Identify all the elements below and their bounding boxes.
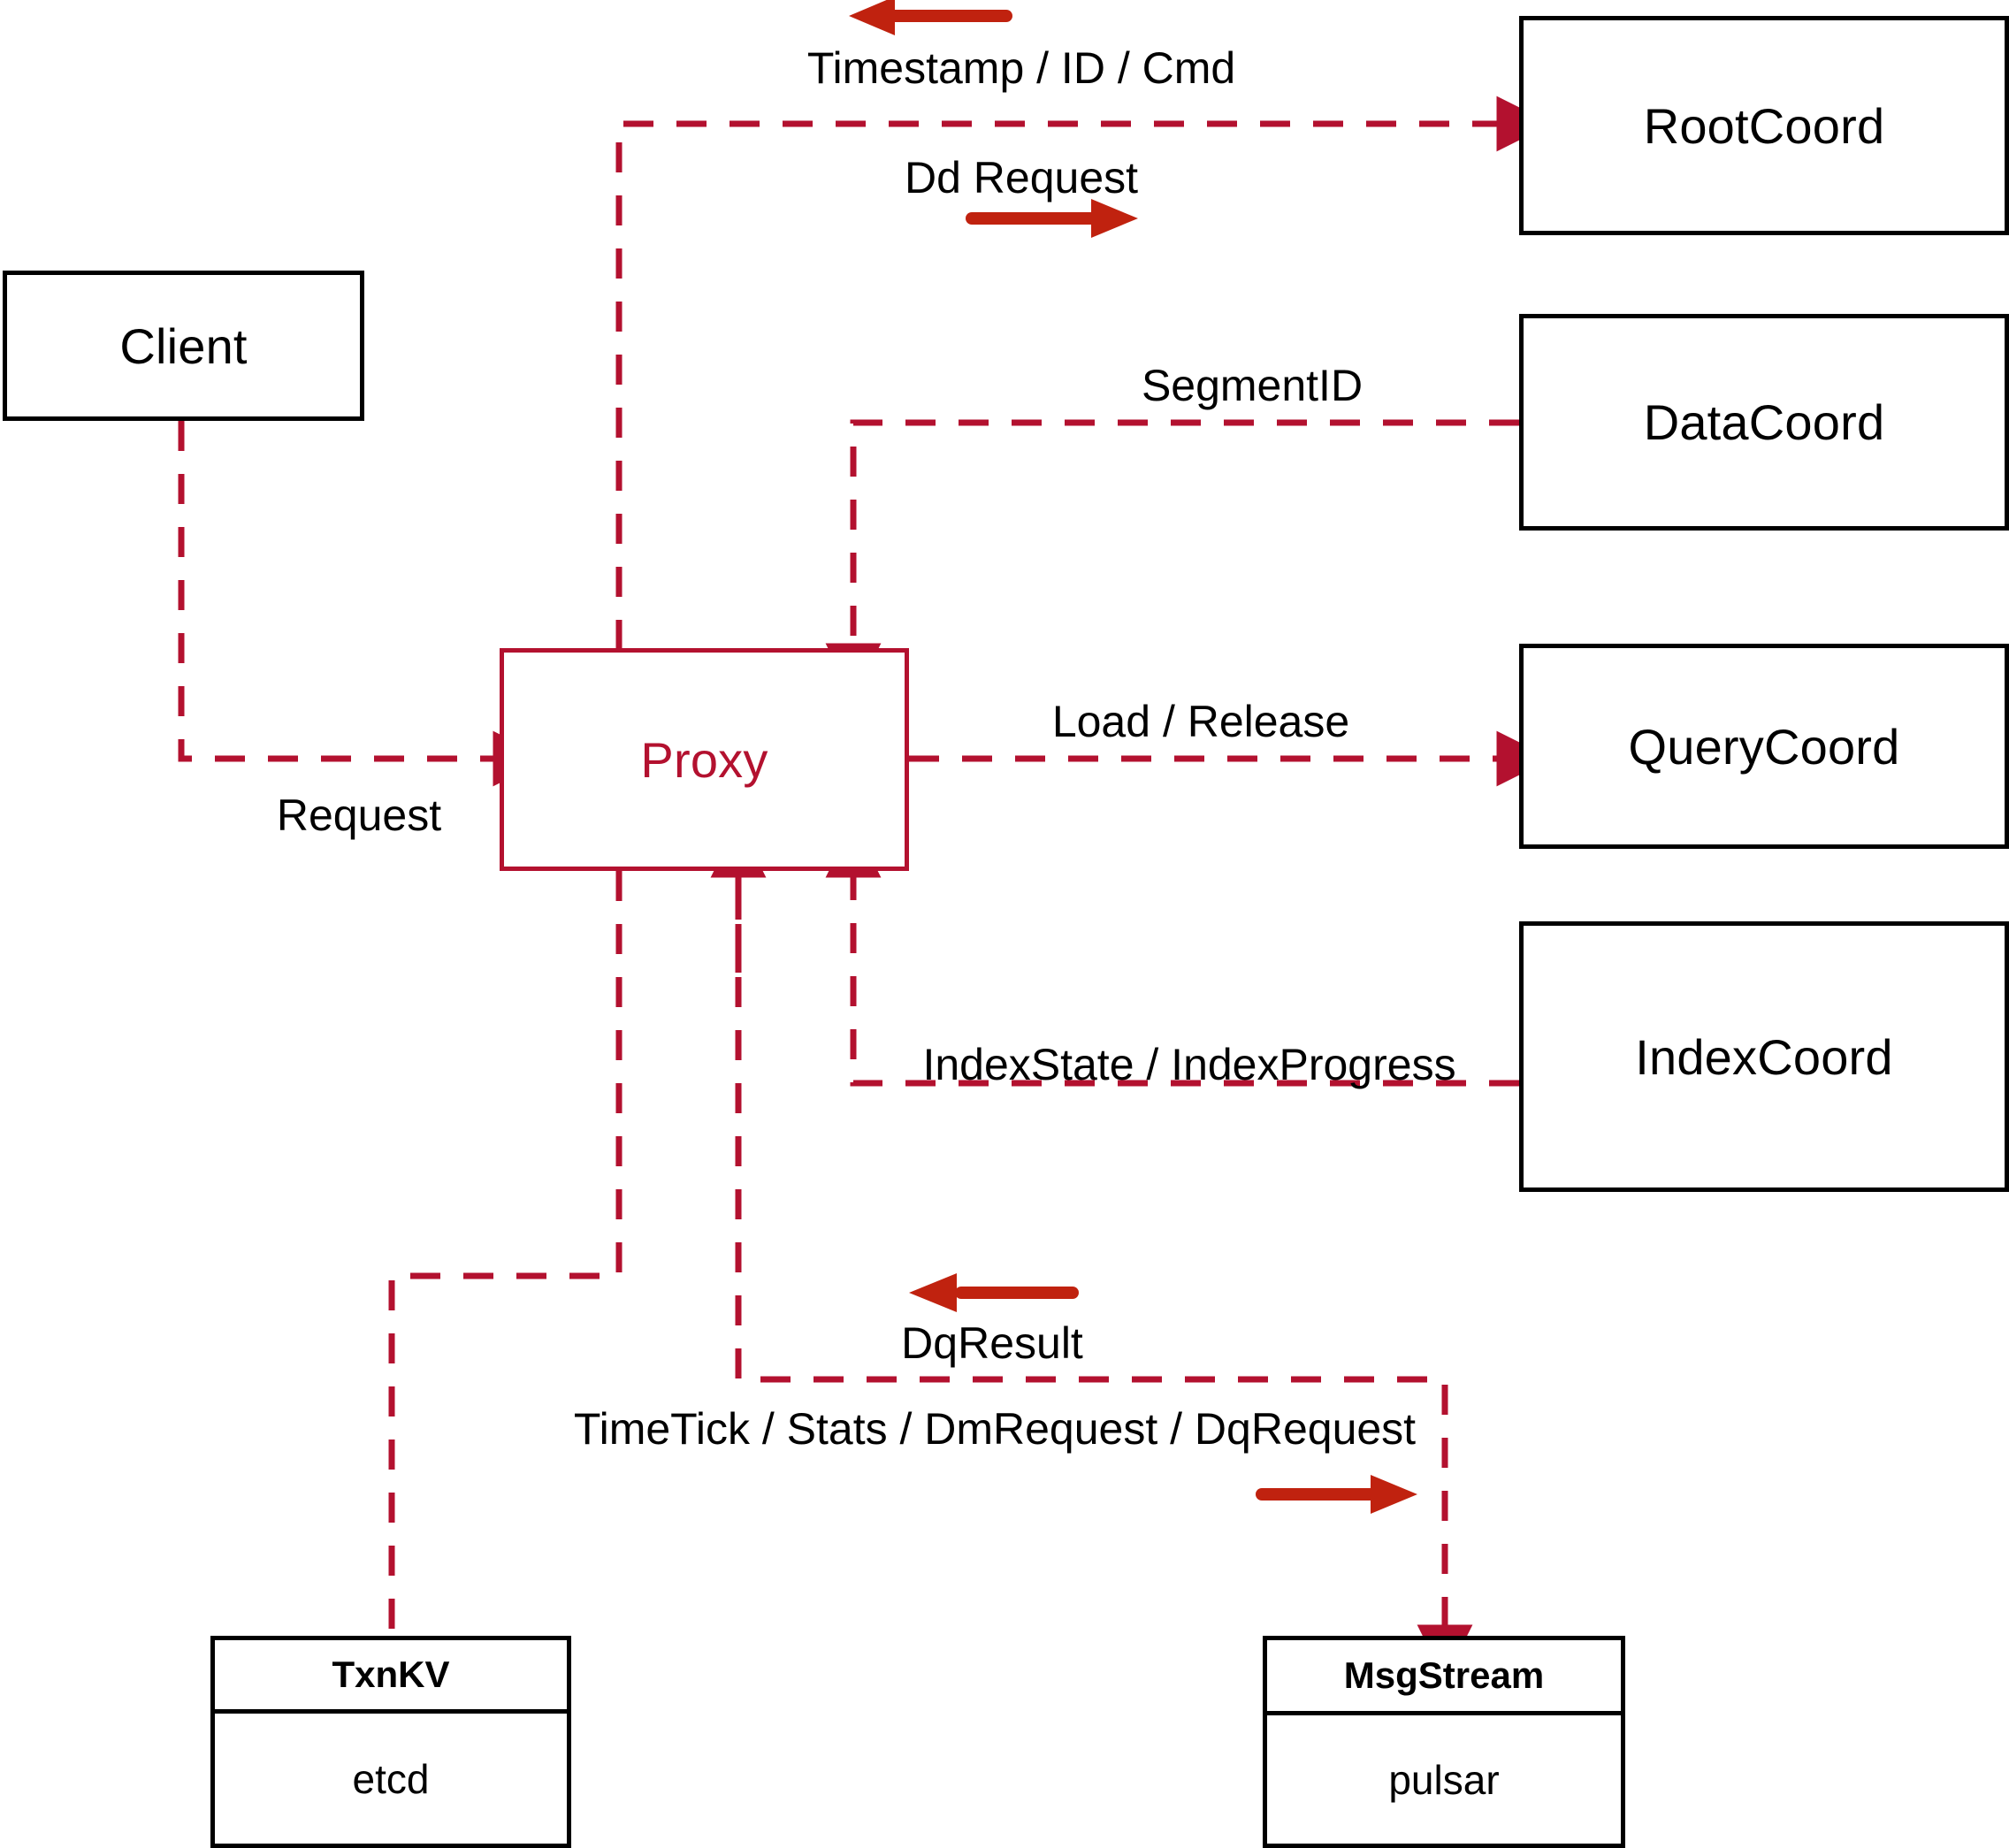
- direction-arrow-timetick-right: [1256, 1475, 1417, 1514]
- node-rootcoord[interactable]: RootCoord: [1519, 16, 2009, 235]
- node-txnkv-impl: etcd: [352, 1755, 430, 1802]
- edge-datacoord-to-proxy: [825, 419, 1519, 699]
- node-msgstream[interactable]: MsgStream pulsar: [1263, 1636, 1625, 1848]
- edge-indexcoord-to-proxy: [825, 821, 1519, 1087]
- node-proxy-label: Proxy: [640, 731, 768, 788]
- edge-label-request: Request: [276, 790, 442, 840]
- node-txnkv[interactable]: TxnKV etcd: [210, 1636, 571, 1848]
- node-client-label: Client: [119, 317, 248, 374]
- node-querycoord[interactable]: QueryCoord: [1519, 644, 2009, 849]
- edge-label-segment-id: SegmentID: [1141, 361, 1364, 410]
- edge-label-timetick-stats: TimeTick / Stats / DmRequest / DqRequest: [573, 1404, 1417, 1454]
- direction-arrow-dqresult-left: [909, 1273, 1079, 1312]
- node-msgstream-impl: pulsar: [1388, 1756, 1500, 1803]
- edge-label-dq-result: DqResult: [901, 1318, 1083, 1368]
- direction-arrow-dd-request-right: [966, 199, 1138, 238]
- node-rootcoord-label: RootCoord: [1643, 97, 1885, 154]
- node-txnkv-title: TxnKV: [215, 1640, 567, 1714]
- edge-proxy-to-txnkv: [388, 871, 623, 1636]
- edge-label-index-state-progress: IndexState / IndexProgress: [922, 1040, 1456, 1089]
- edge-proxy-to-msgstream: [735, 871, 1473, 1681]
- direction-arrow-timestamp-left: [849, 0, 1012, 35]
- node-indexcoord[interactable]: IndexCoord: [1519, 921, 2009, 1192]
- node-proxy[interactable]: Proxy: [500, 648, 909, 871]
- node-datacoord-label: DataCoord: [1643, 394, 1885, 450]
- node-indexcoord-label: IndexCoord: [1635, 1028, 1893, 1085]
- edge-label-timestamp-id-cmd: Timestamp / ID / Cmd: [806, 43, 1236, 93]
- node-datacoord[interactable]: DataCoord: [1519, 314, 2009, 531]
- edge-label-dd-request: Dd Request: [904, 153, 1139, 202]
- edge-proxy-to-rootcoord: [615, 95, 1553, 650]
- edge-client-to-proxy: [178, 421, 549, 787]
- node-msgstream-title: MsgStream: [1267, 1640, 1621, 1715]
- node-querycoord-label: QueryCoord: [1628, 718, 1900, 775]
- edge-label-load-release: Load / Release: [1051, 697, 1350, 746]
- node-client[interactable]: Client: [3, 271, 364, 421]
